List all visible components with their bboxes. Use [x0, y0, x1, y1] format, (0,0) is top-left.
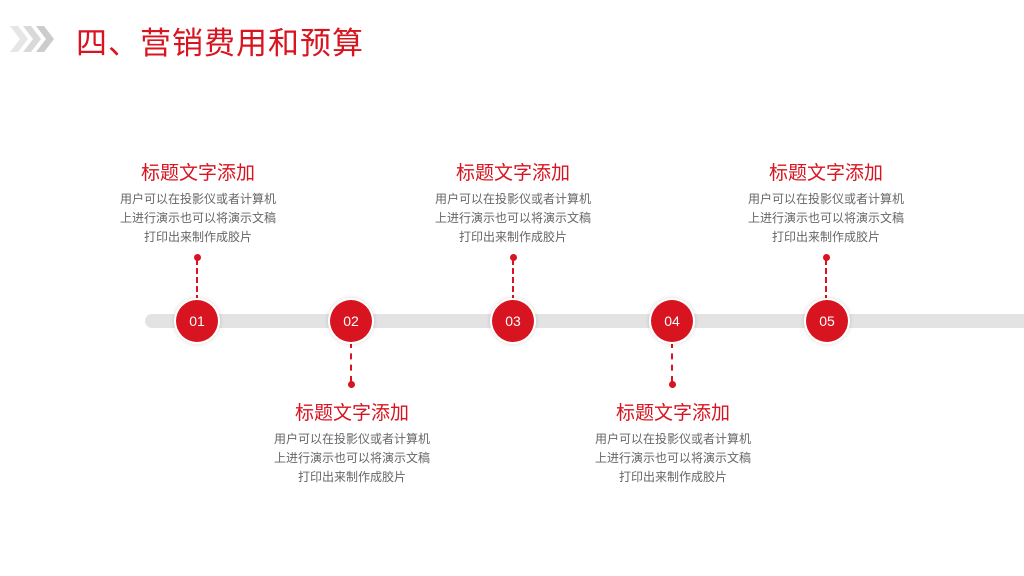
timeline-node-05: 05	[806, 300, 848, 342]
connector-05	[825, 259, 827, 301]
card-title: 标题文字添加	[768, 162, 883, 184]
card-description-line: 用户可以在投影仪或者计算机	[594, 432, 751, 446]
timeline-track	[145, 314, 1024, 328]
card-description: 用户可以在投影仪或者计算机 上进行演示也可以将演示文稿 打印出来制作成胶片	[403, 190, 623, 247]
card-description: 用户可以在投影仪或者计算机 上进行演示也可以将演示文稿 打印出来制作成胶片	[563, 430, 783, 487]
card-description-line: 打印出来制作成胶片	[618, 470, 727, 484]
triple-chevron-right-icon	[10, 26, 54, 52]
card-description-line: 上进行演示也可以将演示文稿	[594, 451, 751, 465]
timeline-card-02: 标题文字添加 用户可以在投影仪或者计算机 上进行演示也可以将演示文稿 打印出来制…	[242, 400, 462, 487]
card-description-line: 打印出来制作成胶片	[143, 230, 252, 244]
page-title: 四、营销费用和预算	[76, 26, 364, 62]
card-description-line: 打印出来制作成胶片	[297, 470, 406, 484]
timeline-card-04: 标题文字添加 用户可以在投影仪或者计算机 上进行演示也可以将演示文稿 打印出来制…	[563, 400, 783, 487]
card-description-line: 上进行演示也可以将演示文稿	[747, 211, 904, 225]
card-title: 标题文字添加	[455, 162, 570, 184]
card-description: 用户可以在投影仪或者计算机 上进行演示也可以将演示文稿 打印出来制作成胶片	[242, 430, 462, 487]
connector-dot-05	[823, 254, 830, 261]
card-title: 标题文字添加	[140, 162, 255, 184]
timeline-card-01: 标题文字添加 用户可以在投影仪或者计算机 上进行演示也可以将演示文稿 打印出来制…	[88, 160, 308, 247]
connector-03	[512, 259, 514, 301]
card-description: 用户可以在投影仪或者计算机 上进行演示也可以将演示文稿 打印出来制作成胶片	[716, 190, 936, 247]
connector-dot-01	[194, 254, 201, 261]
connector-dot-04	[669, 381, 676, 388]
connector-dot-02	[348, 381, 355, 388]
connector-dot-03	[510, 254, 517, 261]
card-description-line: 用户可以在投影仪或者计算机	[273, 432, 430, 446]
card-description-line: 打印出来制作成胶片	[771, 230, 880, 244]
connector-01	[196, 259, 198, 301]
card-description-line: 用户可以在投影仪或者计算机	[434, 192, 591, 206]
card-title: 标题文字添加	[615, 402, 730, 424]
card-description-line: 上进行演示也可以将演示文稿	[434, 211, 591, 225]
timeline-node-02: 02	[330, 300, 372, 342]
card-description-line: 上进行演示也可以将演示文稿	[119, 211, 276, 225]
card-description-line: 上进行演示也可以将演示文稿	[273, 451, 430, 465]
card-description: 用户可以在投影仪或者计算机 上进行演示也可以将演示文稿 打印出来制作成胶片	[88, 190, 308, 247]
card-description-line: 用户可以在投影仪或者计算机	[747, 192, 904, 206]
card-description-line: 打印出来制作成胶片	[458, 230, 567, 244]
timeline-card-05: 标题文字添加 用户可以在投影仪或者计算机 上进行演示也可以将演示文稿 打印出来制…	[716, 160, 936, 247]
connector-04	[671, 342, 673, 382]
timeline-node-04: 04	[651, 300, 693, 342]
card-description-line: 用户可以在投影仪或者计算机	[119, 192, 276, 206]
timeline-card-03: 标题文字添加 用户可以在投影仪或者计算机 上进行演示也可以将演示文稿 打印出来制…	[403, 160, 623, 247]
timeline-node-01: 01	[176, 300, 218, 342]
card-title: 标题文字添加	[294, 402, 409, 424]
connector-02	[350, 342, 352, 382]
timeline-node-03: 03	[492, 300, 534, 342]
